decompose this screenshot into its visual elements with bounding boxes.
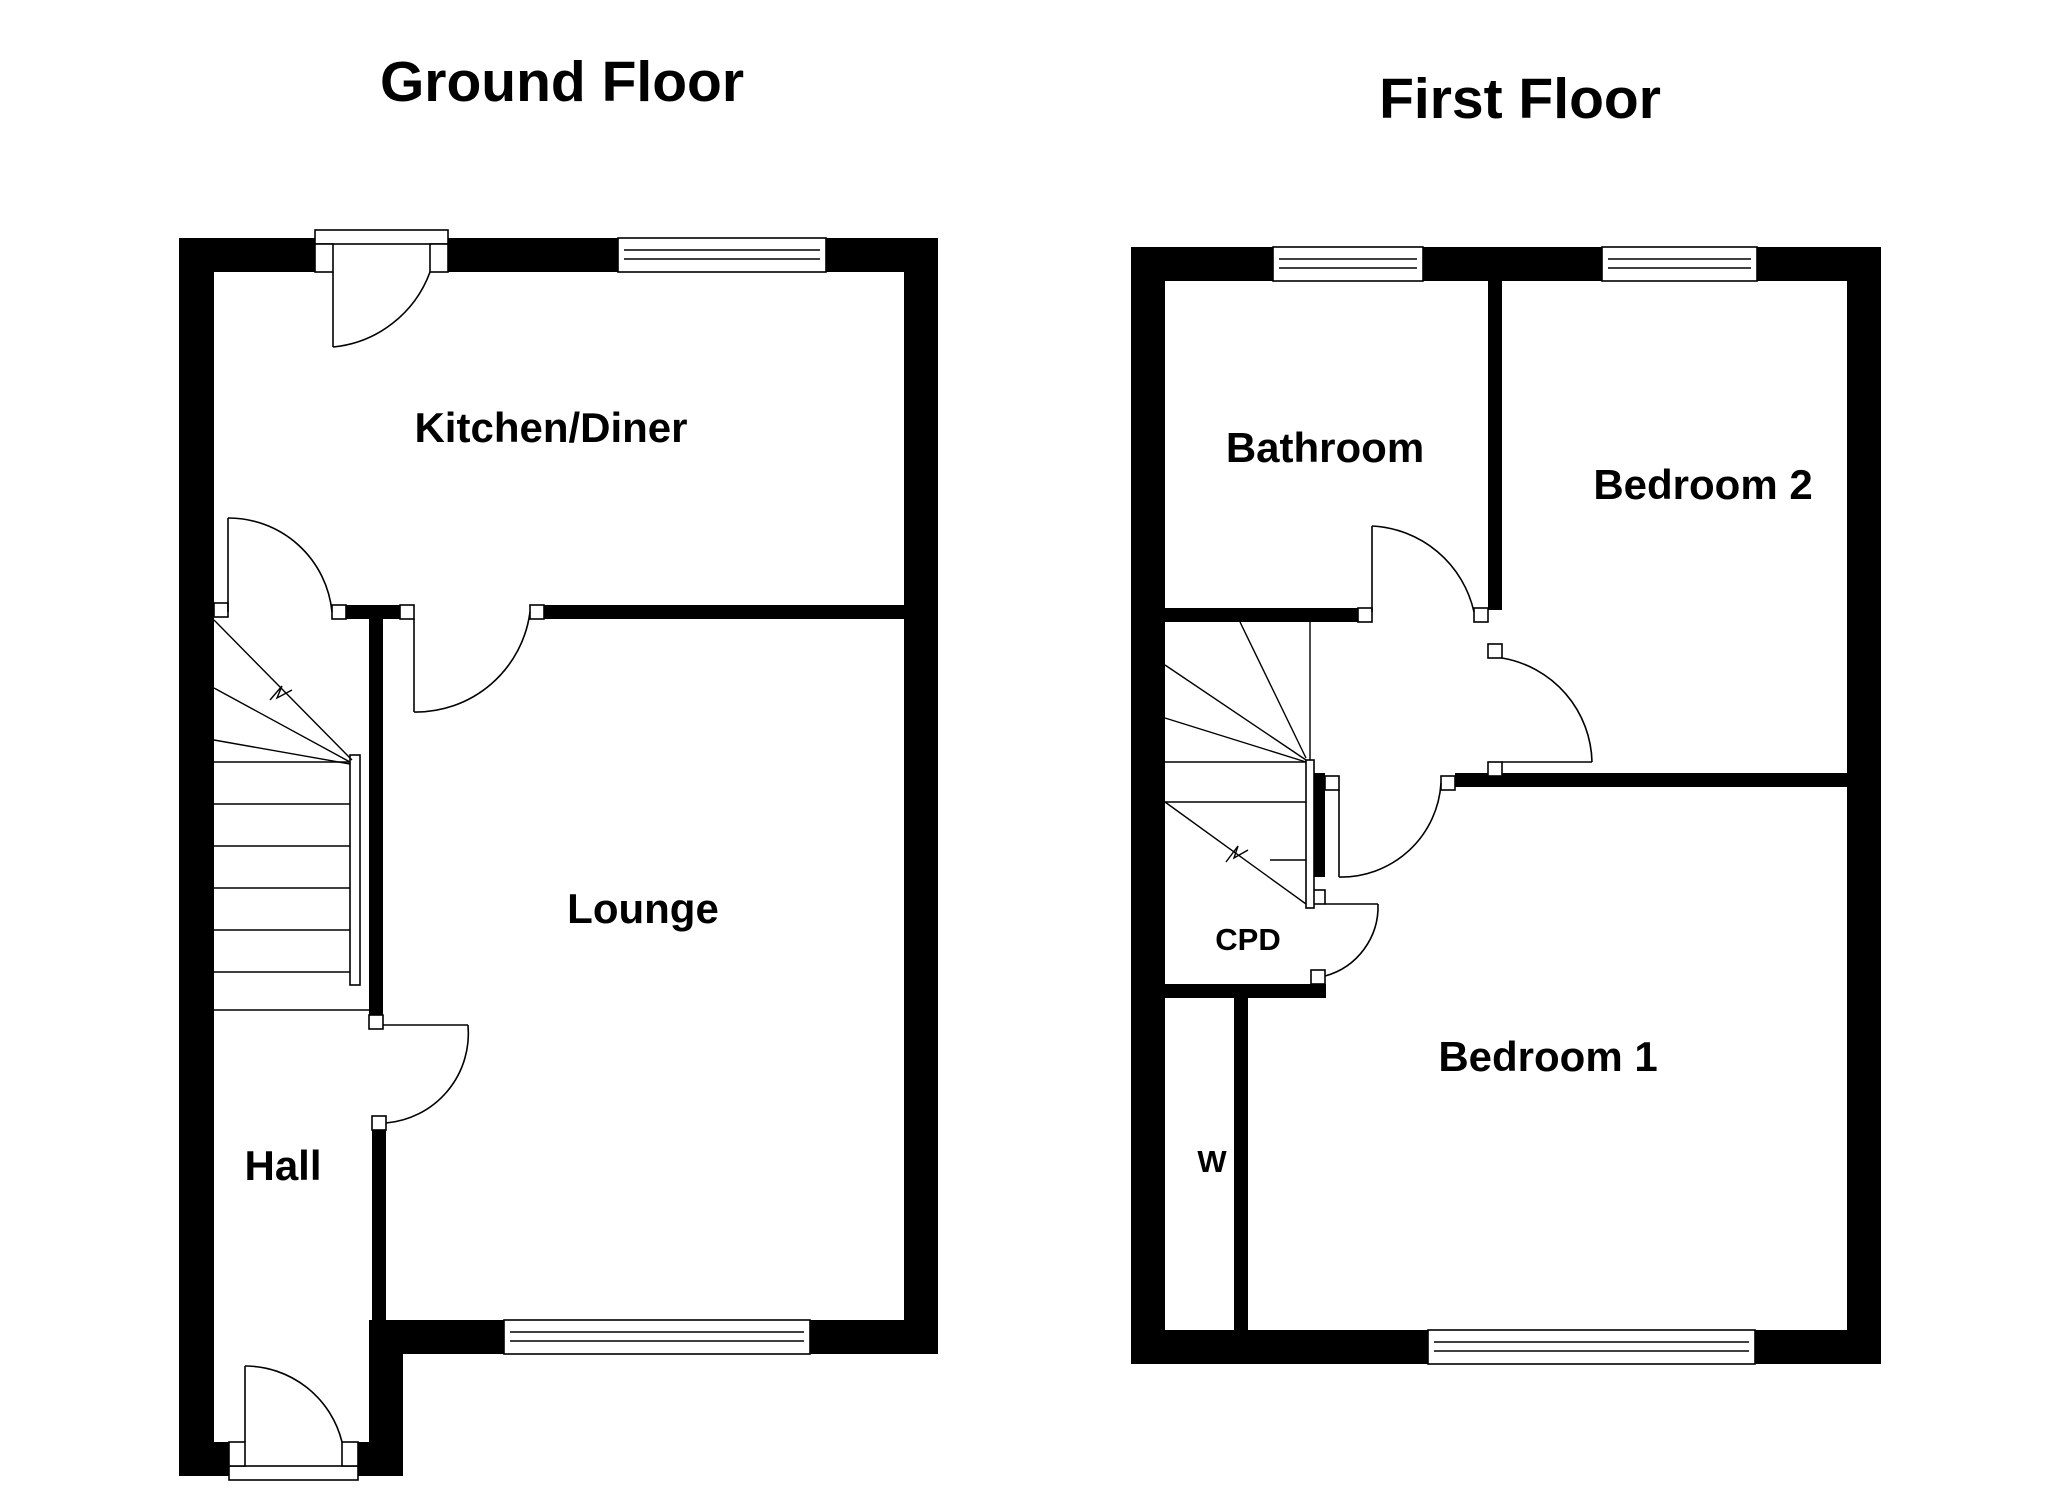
first-floor-plan: Bathroom Bedroom 2 Bedroom 1 CPD W (1131, 246, 1881, 1365)
bedroom2-window (1601, 246, 1758, 282)
first-floor-title: First Floor (1379, 67, 1661, 131)
ground-floor-title: Ground Floor (380, 50, 744, 114)
room-label-bedroom1: Bedroom 1 (1438, 1033, 1657, 1080)
room-label-bedroom2: Bedroom 2 (1593, 461, 1812, 508)
lounge-window (503, 1319, 811, 1355)
front-door (228, 1365, 359, 1481)
bedroom2-door (1487, 643, 1593, 777)
first-floor-staircase (1164, 621, 1315, 909)
hall-kitchen-door (213, 517, 347, 620)
kitchen-back-door (314, 229, 449, 348)
room-label-hall: Hall (244, 1142, 321, 1189)
bathroom-window (1272, 246, 1424, 282)
ground-floor-walls (179, 238, 938, 1476)
kitchen-lounge-door (399, 604, 545, 713)
room-label-cupboard: CPD (1215, 922, 1280, 957)
room-label-bathroom: Bathroom (1226, 424, 1424, 471)
room-label-lounge: Lounge (567, 885, 719, 932)
room-label-kitchen: Kitchen/Diner (414, 404, 687, 451)
cupboard-door (1310, 889, 1379, 985)
room-label-wardrobe: W (1197, 1144, 1227, 1179)
ground-floor-staircase (213, 619, 372, 1011)
hall-lounge-door (368, 1014, 470, 1131)
ground-floor-plan: Kitchen/Diner Lounge Hall (179, 229, 938, 1481)
kitchen-window (617, 237, 827, 273)
bedroom1-door (1324, 775, 1456, 878)
first-floor-walls (1131, 247, 1881, 1364)
bathroom-door (1357, 525, 1489, 623)
bedroom1-window (1427, 1329, 1756, 1365)
